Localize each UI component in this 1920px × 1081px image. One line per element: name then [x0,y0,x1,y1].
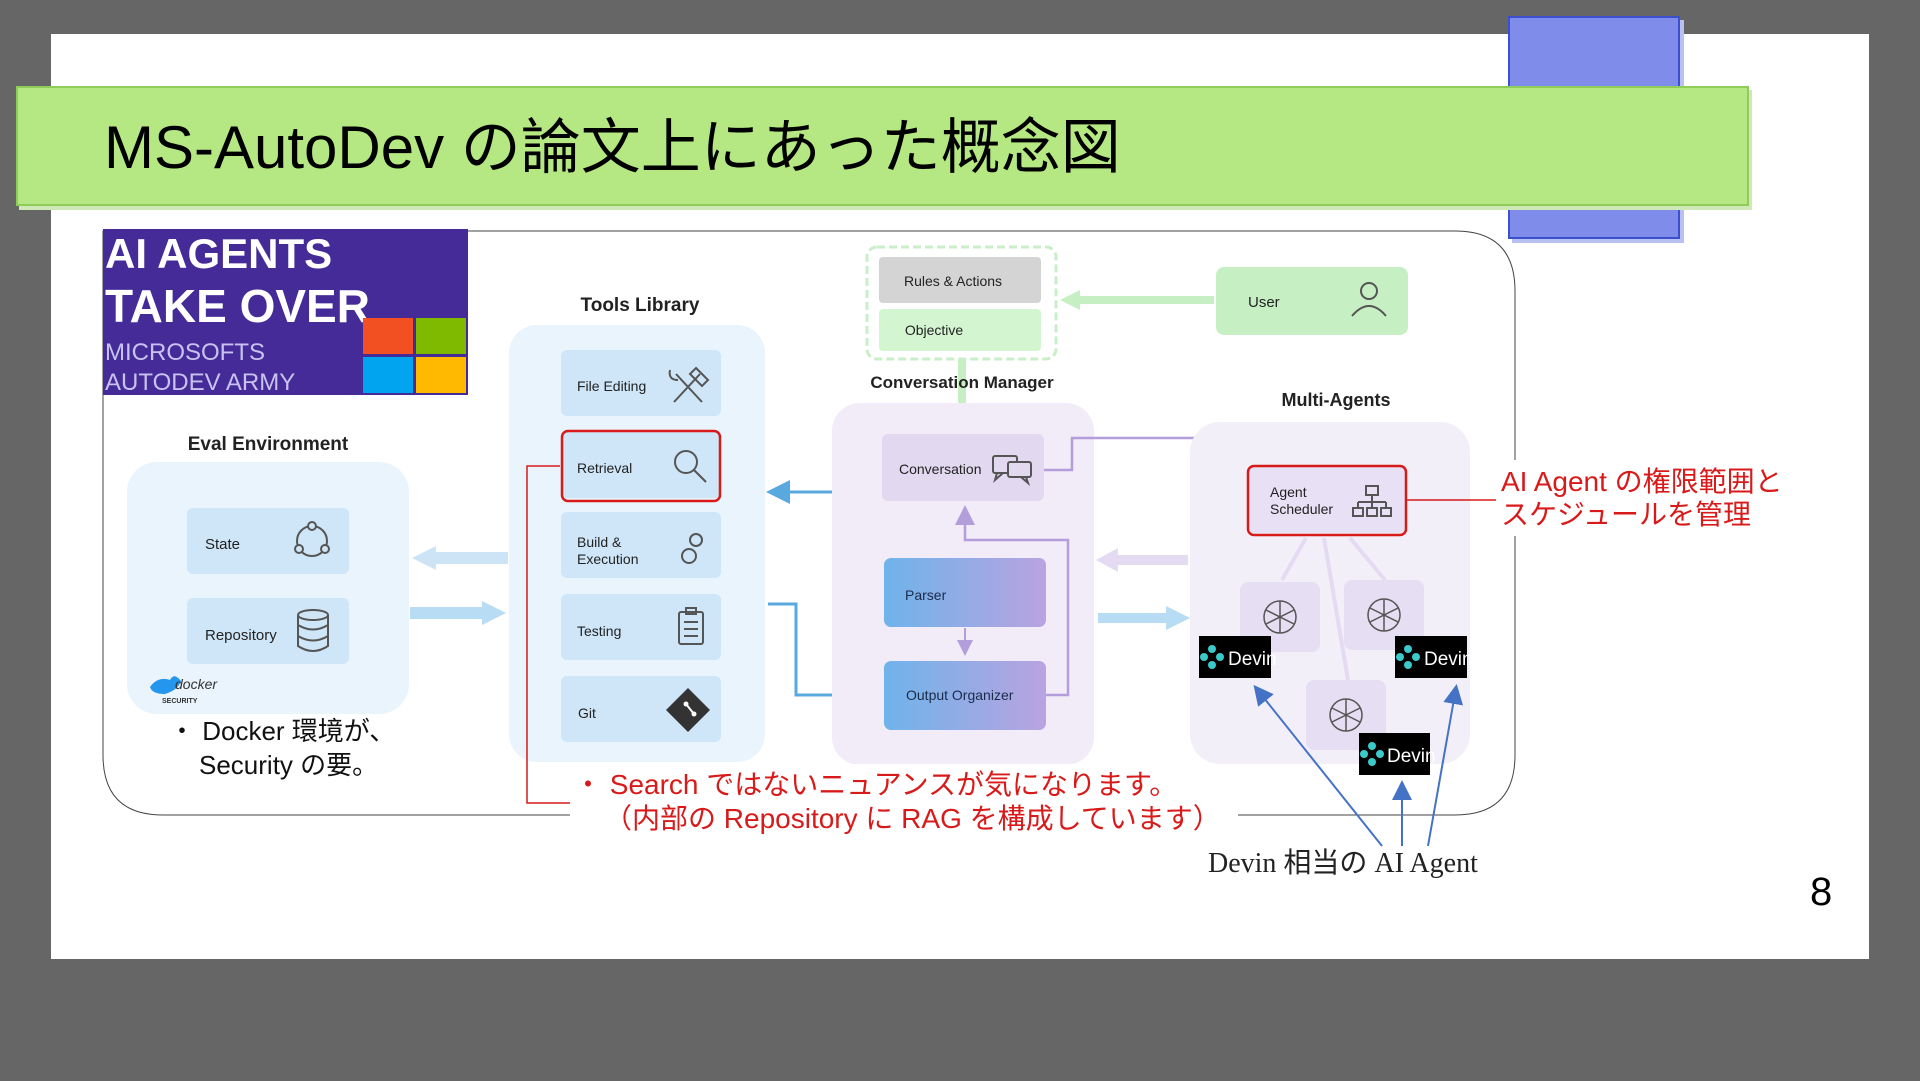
conversation-box [882,434,1044,501]
magnifier-icon [674,450,707,483]
page-number: 8 [1810,870,1833,914]
conversation-label: Conversation [899,461,982,477]
thumb-line4: AUTODEV ARMY [105,369,295,396]
build-execution-box [561,512,721,578]
search-note-line2: （内部の Repository に RAG を構成しています） [604,803,1221,834]
thumb-line2: TAKE OVER [105,280,370,332]
ms-logo-green [416,318,466,354]
arrow-output-to-conversation [955,505,1070,697]
retrieval-label: Retrieval [577,460,632,476]
retrieval-box [561,432,721,498]
thumb-line1: AI AGENTS [105,230,332,277]
scheduler-label-line2: Scheduler [1270,501,1333,517]
devin-badge-1: Devin [1199,636,1277,678]
parser-label: Parser [905,587,947,603]
devin-badge-3: Devin [1359,733,1436,775]
database-icon [297,609,329,652]
build-label-line2: Execution [577,551,638,567]
output-organizer-label: Output Organizer [906,687,1014,703]
cycle-icon [294,521,330,557]
tools-library-header: Tools Library [581,295,700,316]
neural-net-icons [1263,598,1401,732]
git-box [561,676,721,742]
eval-env-header: Eval Environment [188,434,349,455]
scheduler-label-line1: Agent [1270,484,1307,500]
retrieval-callout-line [526,465,571,804]
output-organizer-box [884,661,1046,730]
devin-badge-2-text: Devin [1424,649,1473,670]
rules-actions-box [879,257,1041,303]
file-editing-box [561,350,721,416]
repository-label: Repository [205,627,277,644]
docker-note-line1: ・ Docker 環境が、 [169,716,395,746]
user-box [1216,267,1408,335]
file-editing-label: File Editing [577,378,646,394]
ms-logo-blue [363,357,413,393]
docker-note-line2: Security の要。 [199,750,378,780]
devin-arrow-3 [1427,684,1464,847]
eval-env-panel [127,462,409,714]
objective-label: Objective [905,322,964,338]
devin-arrow-1 [1253,684,1383,847]
docker-logo: docker SECURITY [150,676,218,705]
objective-box [879,309,1041,351]
multi-agents-header: Multi-Agents [1282,390,1391,410]
devin-badge-3-text: Devin [1387,746,1436,767]
thumbnail-image: AI AGENTS TAKE OVER MICROSOFTS AUTODEV A… [103,229,468,396]
parser-box [884,558,1046,627]
testing-label: Testing [577,623,621,639]
user-label: User [1248,294,1280,311]
gears-icon [681,533,703,564]
thumb-line3: MICROSOFTS [105,339,265,366]
retrieval-highlight [560,429,722,503]
chat-icon [992,455,1032,487]
docker-logo-sub: SECURITY [162,698,198,705]
repository-box [187,598,349,664]
ms-logo-yellow [416,357,466,393]
slide-title: MS-AutoDev の論文上にあった概念図 [104,114,1121,181]
user-icon [1351,282,1387,317]
ms-logo-red [363,318,413,354]
agent-note-line1: AI Agent の権限範囲と [1501,466,1783,497]
conversation-manager-header: Conversation Manager [870,373,1054,392]
search-note-line1: ・ Search ではないニュアンスが気になります。 [574,769,1177,800]
docker-logo-text: docker [175,676,218,692]
title-bar: MS-AutoDev の論文上にあった概念図 [16,86,1749,206]
build-label-line1: Build & [577,534,622,550]
agent-scheduler-box [1248,467,1405,533]
git-label: Git [578,705,596,721]
devin-note: Devin 相当の AI Agent [1208,847,1478,879]
hierarchy-icon [1352,485,1392,517]
agent-note-line2: スケジュールを管理 [1501,499,1751,530]
devin-badge-2: Devin [1395,636,1473,678]
hammer-wrench-icon [668,366,710,403]
clipboard-icon [678,607,704,645]
rules-actions-label: Rules & Actions [904,273,1002,289]
devin-badge-1-text: Devin [1228,649,1277,670]
git-icon [666,688,710,732]
state-label: State [205,536,240,553]
